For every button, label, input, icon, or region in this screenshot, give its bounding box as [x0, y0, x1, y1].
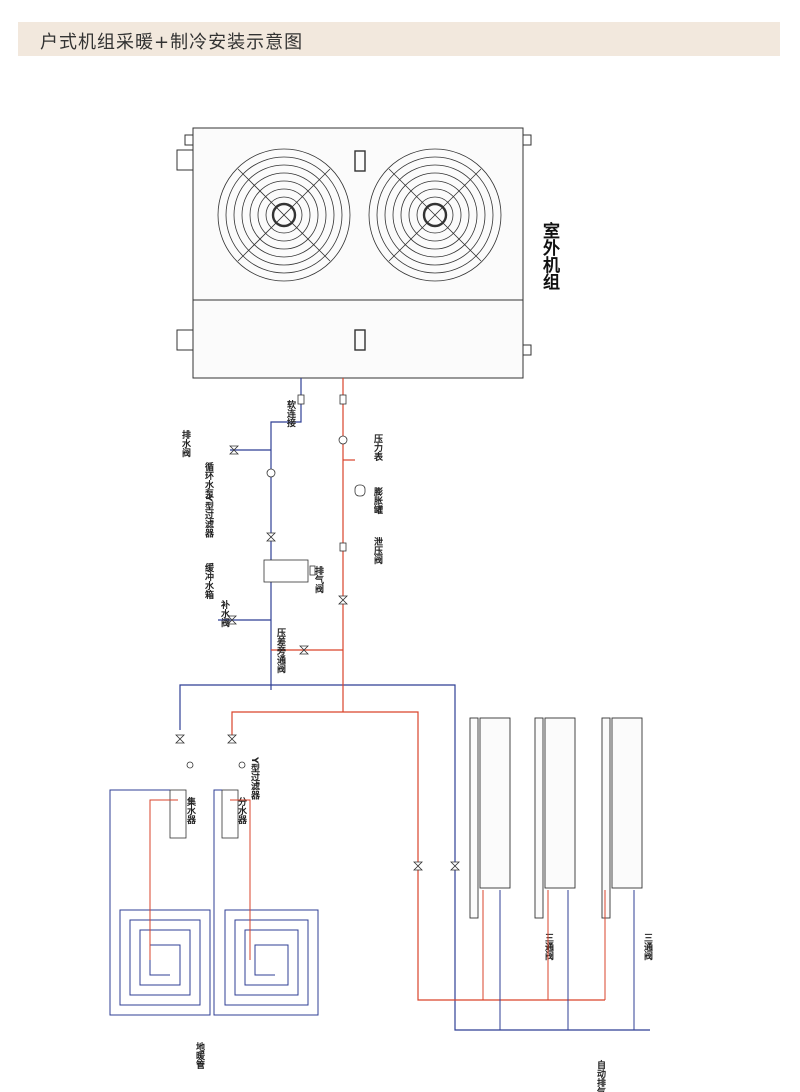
outdoor-unit-label: 室外机组	[539, 221, 560, 290]
buffer-tank-label: 缓冲水箱	[203, 562, 214, 600]
distributor-label: 分水器	[236, 796, 248, 825]
y-filter-2-label: Y型过滤器	[249, 756, 261, 800]
circ-pump-label: 循环水泵	[203, 461, 214, 499]
fcu-pipes	[482, 890, 635, 1030]
soft-joint-label: 软连接	[285, 399, 296, 428]
fan-right	[368, 148, 502, 282]
pipe-components	[175, 394, 460, 871]
floor-pipe-label: 地暖管	[194, 1041, 205, 1070]
fan-coil-units	[469, 717, 643, 919]
makeup-valve-label: 补水阀	[219, 599, 231, 628]
title-bar: 户式机组采暖+制冷安装示意图	[18, 22, 780, 56]
fan-left	[217, 148, 351, 282]
floor-loop-right	[213, 789, 319, 1016]
y-filter-label: Y型过滤器	[203, 494, 215, 538]
auto-vent-label: 自动排气阀	[595, 1059, 607, 1092]
page-title: 户式机组采暖+制冷安装示意图	[40, 32, 304, 53]
collector-label: 集水器	[185, 796, 197, 825]
pressure-gauge-label: 压力表	[372, 434, 384, 462]
vent-valve-label: 排气阀	[313, 565, 325, 594]
floor-loop-left	[109, 789, 211, 1016]
relief-valve-label: 泄压阀	[372, 536, 383, 565]
drain-valve-label: 排水阀	[180, 429, 191, 458]
manifolds	[169, 761, 246, 839]
three-way-2-label: 三通阀	[642, 933, 653, 961]
expansion-tank-label: 膨胀罐	[372, 486, 384, 515]
bypass-valve-label: 压差旁通阀	[275, 628, 287, 674]
